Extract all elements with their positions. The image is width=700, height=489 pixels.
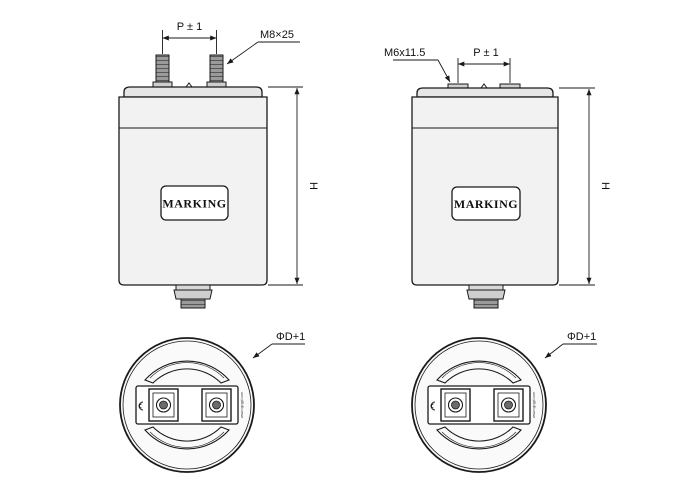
right-capacitor	[411, 83, 559, 309]
left-logo-icon	[138, 401, 144, 411]
right-diameter-callout	[544, 343, 597, 359]
left-stud-2	[209, 54, 224, 86]
left-terminal-pad-1	[148, 388, 179, 422]
right-diameter-label: ΦD+1	[567, 331, 596, 343]
left-bottom-view	[119, 337, 255, 473]
left-marking-text: MARKING	[162, 197, 226, 211]
right-bottom-nut	[466, 289, 506, 300]
left-capacitor	[118, 54, 268, 309]
left-stud-1	[155, 54, 170, 86]
left-marking-box	[160, 185, 229, 221]
right-logo-icon	[430, 401, 436, 411]
right-pitch-label: P ± 1	[473, 47, 498, 59]
left-thread-label: M8×25	[260, 29, 294, 41]
right-height-label: H	[599, 182, 611, 190]
left-badge-text: www.cgcgpl.com	[240, 392, 244, 418]
right-height-dimension	[559, 87, 595, 286]
right-bottom-view	[411, 337, 547, 473]
left-diameter-callout	[252, 343, 305, 359]
left-height-dimension	[268, 86, 303, 286]
right-pitch-dimension	[457, 58, 511, 83]
left-thread-callout	[226, 41, 300, 65]
right-marking-text: MARKING	[454, 197, 518, 211]
right-badge-text: www.cgcgpl.com	[532, 392, 536, 418]
left-pitch-label: P ± 1	[177, 21, 202, 33]
left-diameter-label: ΦD+1	[276, 331, 305, 343]
left-height-label: H	[307, 182, 319, 190]
left-bottom-nut	[173, 289, 213, 300]
right-marking-box	[451, 186, 521, 221]
right-thread-label: M6x11.5	[384, 47, 425, 59]
right-thread-callout	[393, 59, 451, 83]
left-pitch-dimension	[162, 30, 217, 54]
